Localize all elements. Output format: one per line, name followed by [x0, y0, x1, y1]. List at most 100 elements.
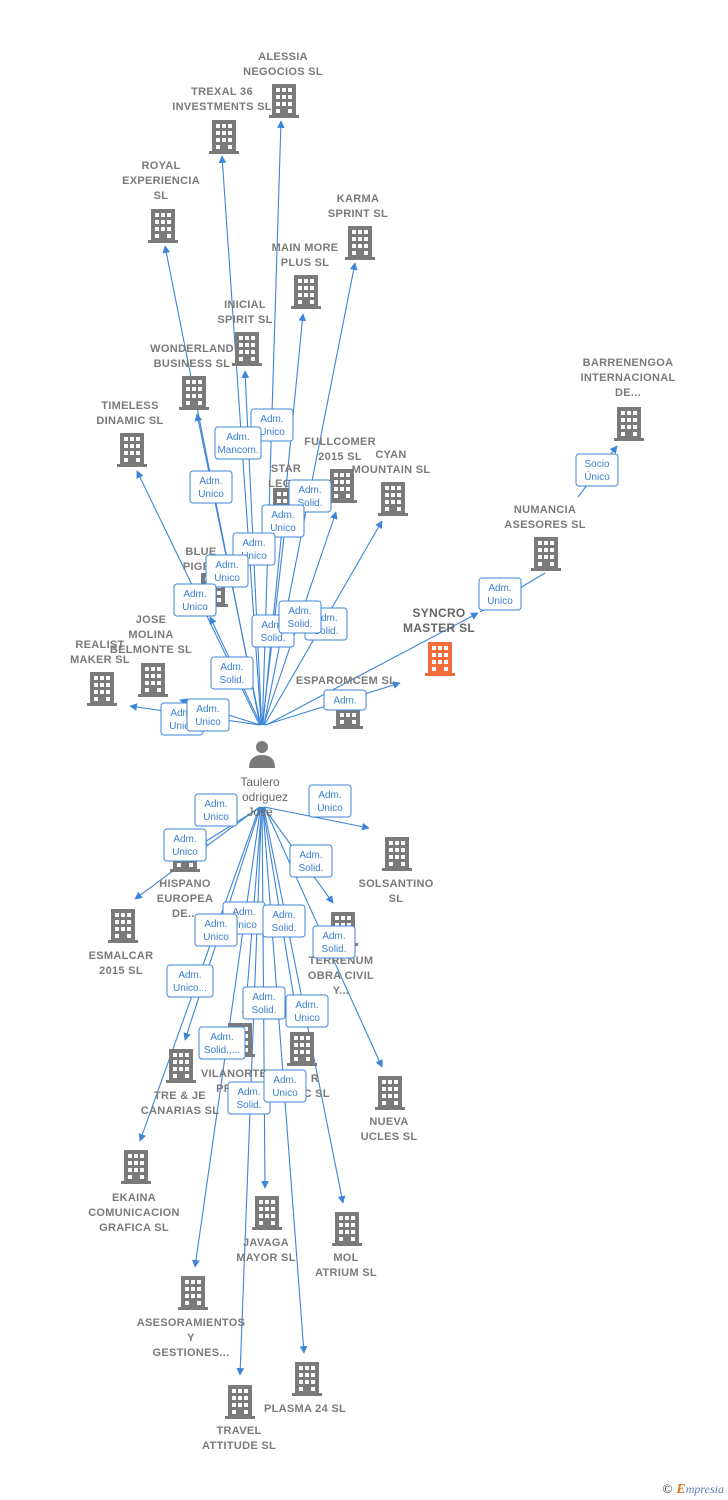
role-badge-line: Adm.	[196, 704, 219, 715]
role-badge-line: Solid.	[236, 1100, 261, 1111]
company-label-line: UCLES SL	[361, 1131, 418, 1143]
role-badge[interactable]: Adm.Solid.	[242, 986, 286, 1020]
role-badge-line: Unico	[182, 602, 208, 613]
role-badge[interactable]: Adm.Solid.	[312, 925, 356, 959]
company-node-esparomcem[interactable]: ESPAROMCEM SL	[296, 675, 396, 729]
role-badge[interactable]: Adm.Unico	[194, 793, 238, 827]
role-badge[interactable]: Adm.Unico	[189, 470, 233, 504]
role-badge-box	[163, 828, 207, 862]
role-badge-line: Unico	[214, 573, 240, 584]
company-label-line: MASTER SL	[403, 621, 475, 635]
company-label-line: REALIST	[75, 639, 124, 651]
role-badge-box	[198, 1026, 246, 1060]
role-badge[interactable]: Adm.Solid.	[227, 1081, 271, 1115]
role-badge[interactable]: Adm.Solid.	[289, 844, 333, 878]
role-badge-text: Adm.Solid.	[219, 662, 244, 686]
role-badge[interactable]: Adm.Solid.,...	[198, 1026, 246, 1060]
role-badge[interactable]: Adm.Solid.	[278, 600, 322, 634]
company-label-line: R	[311, 1073, 319, 1085]
role-badge[interactable]: Adm.Unico	[186, 698, 230, 732]
role-badge-box	[189, 470, 233, 504]
company-label-line: ASESORAMIENTOS	[137, 1317, 246, 1329]
role-badge[interactable]: Adm.Solid.	[288, 479, 332, 513]
company-label-line: CYAN	[375, 449, 406, 461]
role-badge-box	[288, 479, 332, 513]
role-badge[interactable]: Adm.Unico	[205, 554, 249, 588]
role-badge-text: Adm.Unico	[294, 1000, 320, 1024]
company-node-plasma[interactable]: PLASMA 24 SL	[264, 1362, 346, 1415]
role-badge-line: Único	[584, 470, 610, 483]
brand-footer[interactable]: ©Empresia	[663, 1481, 724, 1498]
building-icon	[269, 84, 299, 118]
role-badge-text: Adm.Solid.	[321, 931, 346, 955]
role-badge-line: Solid.	[287, 619, 312, 630]
role-badge-text: Adm.Unico	[241, 538, 267, 562]
company-label-line: MAIN MORE	[272, 242, 339, 254]
role-badge[interactable]: Adm.	[323, 689, 367, 711]
company-label-line: ROYAL	[142, 160, 181, 172]
role-badge-text: Adm.Unico	[203, 799, 229, 823]
role-badge[interactable]: Adm.Solid.	[262, 904, 306, 938]
role-badge[interactable]: Adm.Unico	[261, 504, 305, 538]
role-badge-box	[194, 793, 238, 827]
role-badge[interactable]: Adm.Mancom.	[214, 426, 262, 460]
role-badge[interactable]: Adm.Unico	[263, 1069, 307, 1103]
role-badge[interactable]: Adm.Unico	[163, 828, 207, 862]
role-badge-line: Adm.	[271, 510, 294, 521]
role-badge[interactable]: Adm.Unico	[478, 577, 522, 611]
role-badge-line: Adm.	[170, 708, 193, 719]
company-label-line: BARRENENGOA	[583, 357, 674, 369]
role-badge-line: Solid.	[271, 923, 296, 934]
role-badge[interactable]: Adm.Unico	[173, 583, 217, 617]
role-badge[interactable]: Adm.Unico	[308, 784, 352, 818]
role-badge[interactable]: Adm.Unico	[285, 994, 329, 1028]
role-badge-line: Adm.	[260, 414, 283, 425]
company-label-line: INTERNACIONAL	[581, 372, 676, 384]
company-label-line: EKAINA	[112, 1192, 156, 1204]
role-badge-box	[285, 994, 329, 1028]
building-icon	[345, 226, 375, 260]
company-label-line: SYNCRO	[412, 606, 465, 620]
role-badge-line: Adm.	[261, 620, 284, 631]
role-badge[interactable]: Adm.Unico	[194, 913, 238, 947]
role-badge[interactable]: Adm.Unico...	[166, 964, 214, 998]
role-badge[interactable]: Adm.Solid.	[210, 656, 254, 690]
company-label-line: ESPAROMCEM SL	[296, 675, 396, 687]
company-label-line: SL	[389, 893, 404, 905]
company-label-line: Y	[187, 1332, 195, 1344]
